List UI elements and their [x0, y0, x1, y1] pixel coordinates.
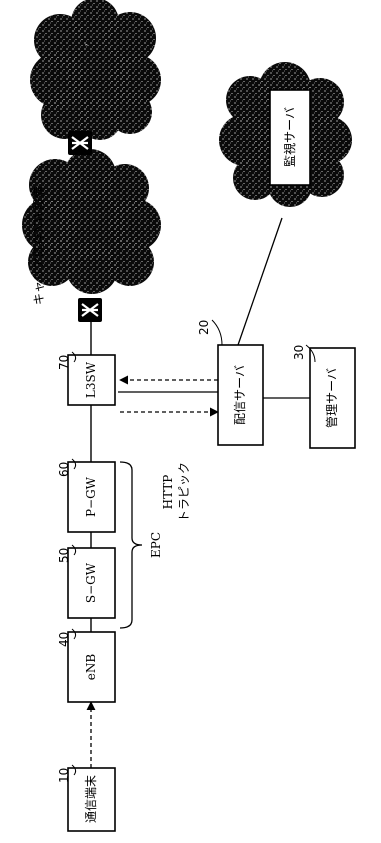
distribution-server-block: 配信サーバ: [218, 345, 263, 445]
router-icon-lower: [78, 298, 102, 322]
svg-text:S−GW: S−GW: [84, 562, 98, 603]
link-distribution-monitoring: [238, 218, 282, 345]
terminal-block: 通信端末: [68, 768, 115, 831]
ref-number-20: 20: [197, 320, 222, 345]
svg-text:eNB: eNB: [84, 654, 98, 681]
carrier-network-label: キャリア既存NW設備: [31, 186, 46, 305]
enb-block: eNB: [68, 632, 115, 702]
svg-text:60: 60: [57, 462, 71, 477]
pgw-block: P−GW: [68, 462, 115, 532]
svg-text:40: 40: [57, 632, 71, 647]
http-label: HTTP: [161, 475, 175, 510]
management-server-block: 管理サーバ: [310, 348, 355, 448]
svg-text:30: 30: [292, 345, 306, 360]
sgw-block: S−GW: [68, 548, 115, 618]
l3sw-block: L3SW: [68, 355, 115, 405]
traffic-label: トラピック: [177, 462, 191, 522]
epc-bracket: [120, 462, 142, 628]
router-icon-upper: [68, 131, 92, 155]
svg-text:70: 70: [57, 355, 71, 370]
svg-text:50: 50: [57, 548, 71, 563]
monitoring-server-block: 監視サーバ: [270, 90, 310, 185]
svg-text:通信端末: 通信端末: [84, 775, 98, 823]
carrier-network-cloud-top: [30, 0, 161, 140]
svg-text:配信サーバ: 配信サーバ: [233, 365, 247, 425]
svg-text:10: 10: [57, 768, 71, 783]
svg-text:L3SW: L3SW: [84, 361, 98, 398]
svg-text:管理サーバ: 管理サーバ: [324, 368, 339, 428]
svg-text:P−GW: P−GW: [84, 476, 98, 517]
svg-text:20: 20: [197, 320, 211, 335]
svg-text:監視サーバ: 監視サーバ: [282, 107, 297, 167]
epc-label: EPC: [149, 532, 163, 558]
